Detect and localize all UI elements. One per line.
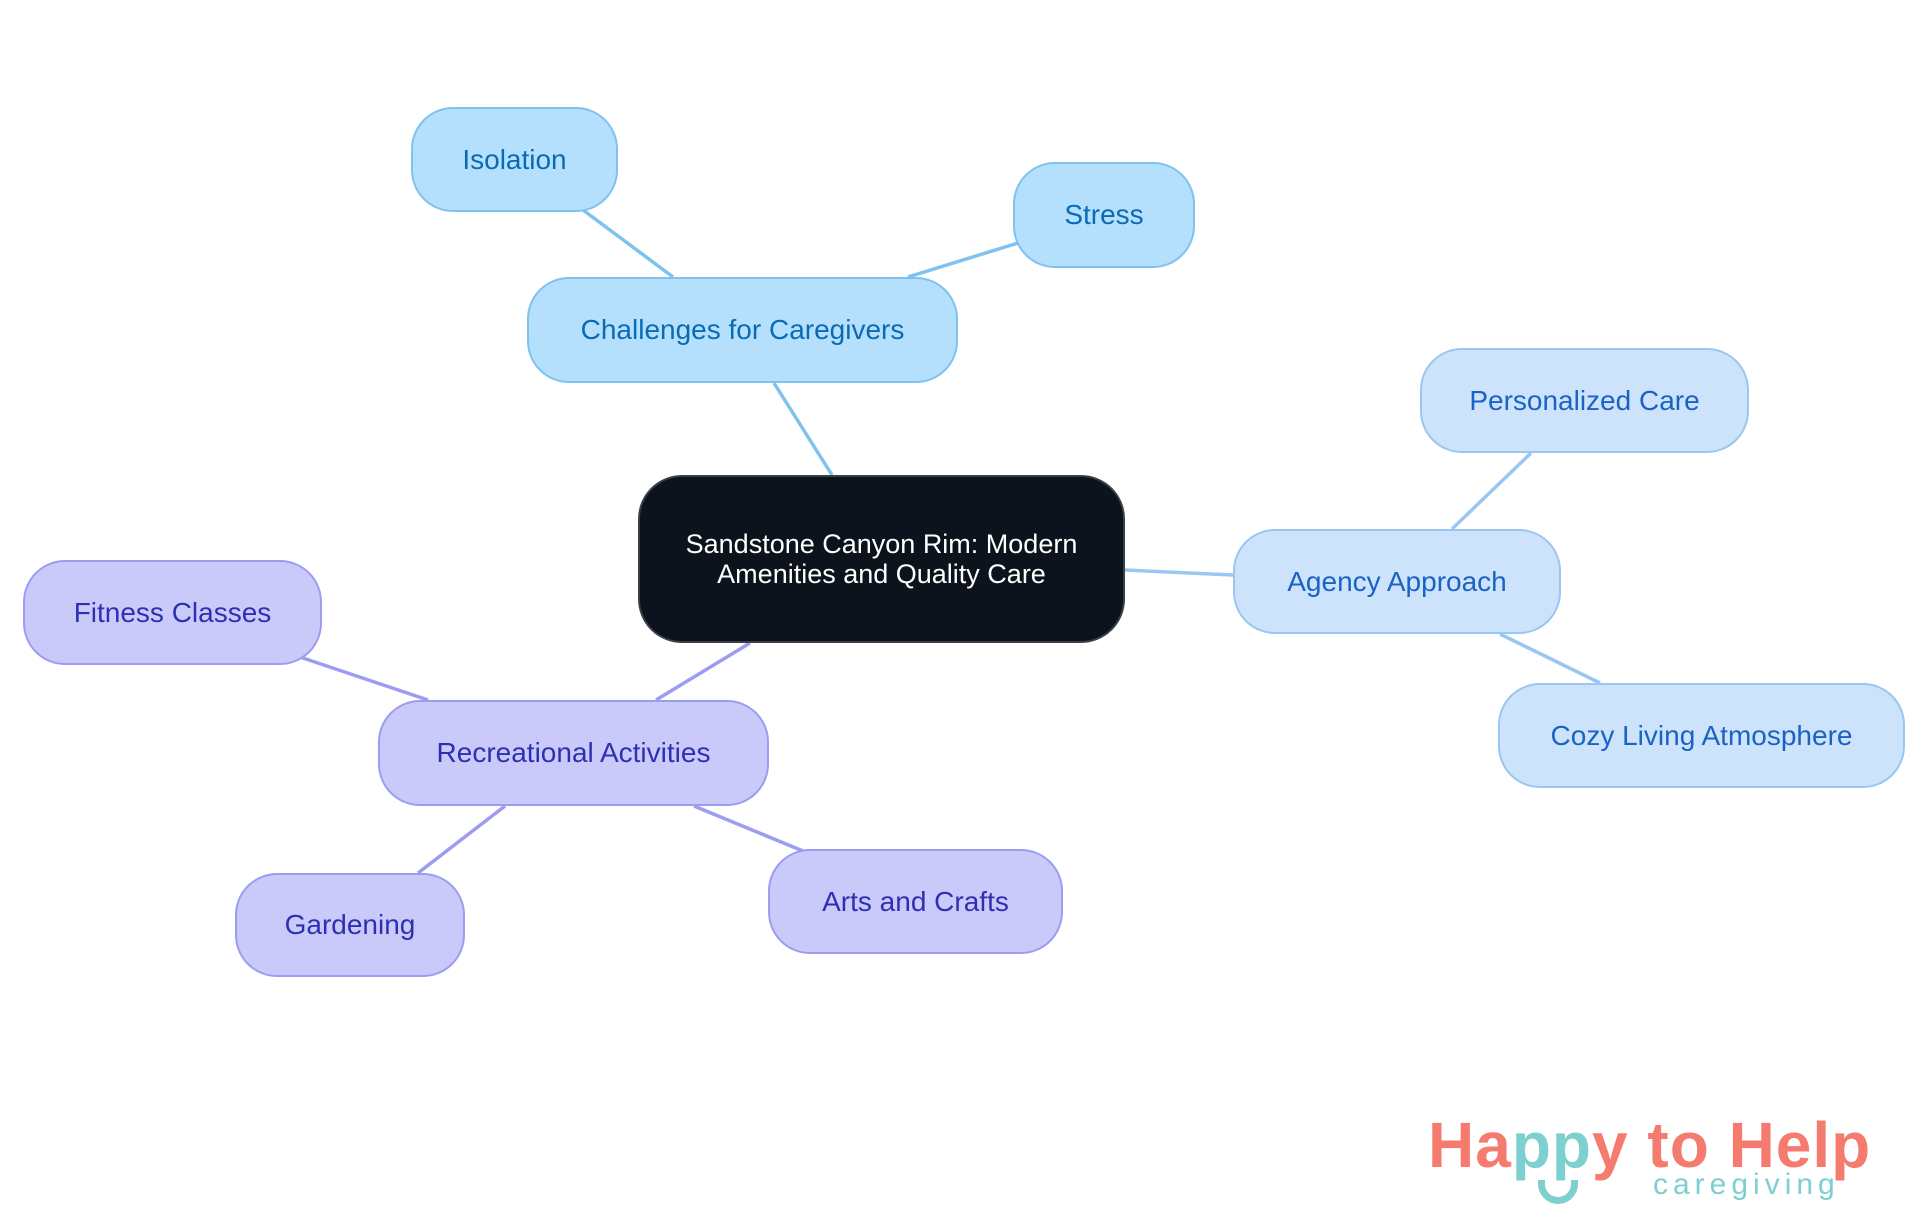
edge-recreational-fitness <box>299 655 429 702</box>
node-cozy-living-atmosphere[interactable]: Cozy Living Atmosphere <box>1498 683 1905 788</box>
root-node-label: Sandstone Canyon Rim: Modern Amenities a… <box>685 528 1078 589</box>
node-fitness-classes[interactable]: Fitness Classes <box>23 560 322 665</box>
node-gardening[interactable]: Gardening <box>235 873 465 977</box>
node-label: Isolation <box>462 143 567 175</box>
node-label: Cozy Living Atmosphere <box>1550 719 1853 751</box>
node-label: Recreational Activities <box>436 737 711 769</box>
root-node[interactable]: Sandstone Canyon Rim: Modern Amenities a… <box>638 475 1125 643</box>
edge-challenges-stress <box>907 241 1019 279</box>
edge-root-agency <box>1124 568 1234 577</box>
logo-text-rest: y to Help <box>1592 1109 1872 1181</box>
node-arts-and-crafts[interactable]: Arts and Crafts <box>768 849 1063 954</box>
node-label: Stress <box>1064 199 1144 231</box>
logo-tagline: caregiving <box>1653 1168 1840 1201</box>
node-label: Fitness Classes <box>73 596 272 628</box>
logo-text-ha: Ha <box>1428 1109 1512 1181</box>
node-personalized-care[interactable]: Personalized Care <box>1420 348 1749 453</box>
node-isolation[interactable]: Isolation <box>411 107 618 212</box>
node-challenges-for-caregivers[interactable]: Challenges for Caregivers <box>527 277 958 383</box>
node-label: Personalized Care <box>1469 384 1700 416</box>
node-label: Arts and Crafts <box>822 885 1009 917</box>
edge-challenges-isolation <box>581 208 675 279</box>
happy-to-help-logo: Happy to Help caregiving <box>1428 1108 1888 1208</box>
edge-agency-personalized <box>1450 451 1533 531</box>
node-label: Gardening <box>284 909 416 941</box>
edge-root-challenges <box>772 382 834 476</box>
logo-wordmark: Happy to Help <box>1428 1108 1871 1182</box>
edge-root-recreational <box>655 641 751 702</box>
node-stress[interactable]: Stress <box>1013 162 1195 268</box>
smile-icon <box>1538 1180 1578 1204</box>
node-agency-approach[interactable]: Agency Approach <box>1233 529 1561 634</box>
edge-agency-cozy <box>1499 632 1601 685</box>
node-label: Agency Approach <box>1287 565 1507 597</box>
edge-recreational-arts <box>693 804 804 853</box>
node-label: Challenges for Caregivers <box>580 314 905 346</box>
edge-recreational-gardening <box>416 804 507 875</box>
node-recreational-activities[interactable]: Recreational Activities <box>378 700 769 806</box>
logo-text-pp: pp <box>1511 1109 1592 1181</box>
